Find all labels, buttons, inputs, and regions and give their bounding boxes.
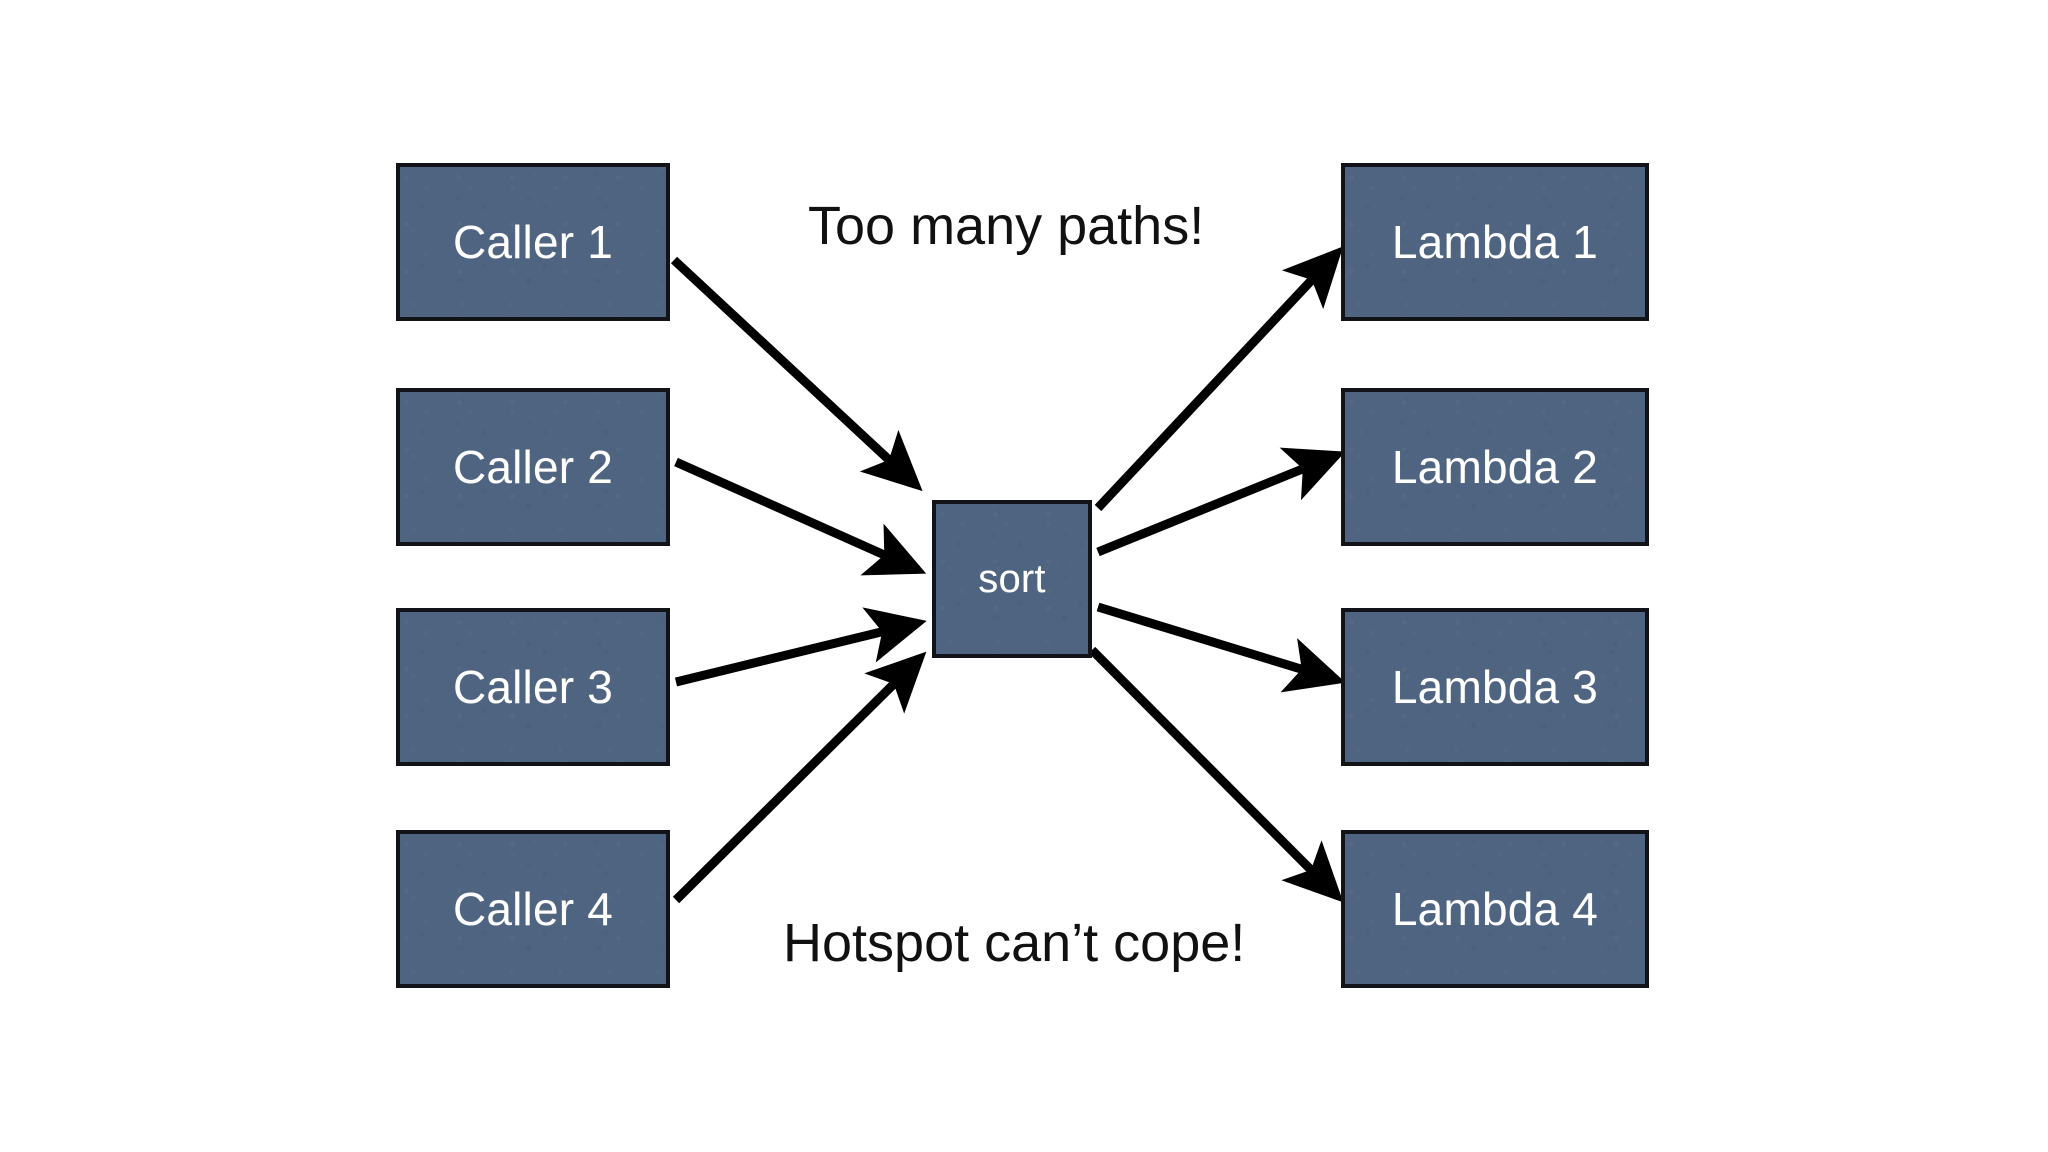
arrow-sort-to-lambda-1 xyxy=(1094,246,1344,512)
node-caller-1[interactable]: Caller 1 xyxy=(396,163,670,321)
arrow-sort-to-lambda-3 xyxy=(1096,602,1346,693)
node-caller-1-label: Caller 1 xyxy=(452,216,614,268)
arrow-caller-4-to-sort xyxy=(672,651,927,904)
node-sort-hub-label: sort xyxy=(978,556,1046,601)
node-lambda-4-label: Lambda 4 xyxy=(1391,883,1599,935)
arrow-caller-3-to-sort xyxy=(674,607,927,687)
annotation-bottom: Hotspot can’t cope! xyxy=(783,913,1246,973)
node-caller-2[interactable]: Caller 2 xyxy=(396,388,670,546)
node-lambda-1[interactable]: Lambda 1 xyxy=(1341,163,1649,321)
node-sort-hub[interactable]: sort xyxy=(932,500,1092,658)
node-caller-3-label: Caller 3 xyxy=(452,661,614,713)
node-lambda-1-label: Lambda 1 xyxy=(1391,216,1599,268)
node-caller-2-label: Caller 2 xyxy=(452,441,614,493)
node-lambda-2-label: Lambda 2 xyxy=(1391,441,1599,493)
node-caller-4-label: Caller 4 xyxy=(452,883,614,935)
arrow-caller-1-to-sort xyxy=(670,256,923,492)
node-lambda-2[interactable]: Lambda 2 xyxy=(1341,388,1649,546)
arrow-caller-2-to-sort xyxy=(674,457,927,576)
node-lambda-3-label: Lambda 3 xyxy=(1391,661,1599,713)
node-caller-3[interactable]: Caller 3 xyxy=(396,608,670,766)
node-lambda-3[interactable]: Lambda 3 xyxy=(1341,608,1649,766)
node-lambda-4[interactable]: Lambda 4 xyxy=(1341,830,1649,988)
arrow-sort-to-lambda-4 xyxy=(1088,646,1344,903)
annotation-top: Too many paths! xyxy=(808,196,1205,256)
arrow-sort-to-lambda-2 xyxy=(1096,447,1346,557)
node-caller-4[interactable]: Caller 4 xyxy=(396,830,670,988)
